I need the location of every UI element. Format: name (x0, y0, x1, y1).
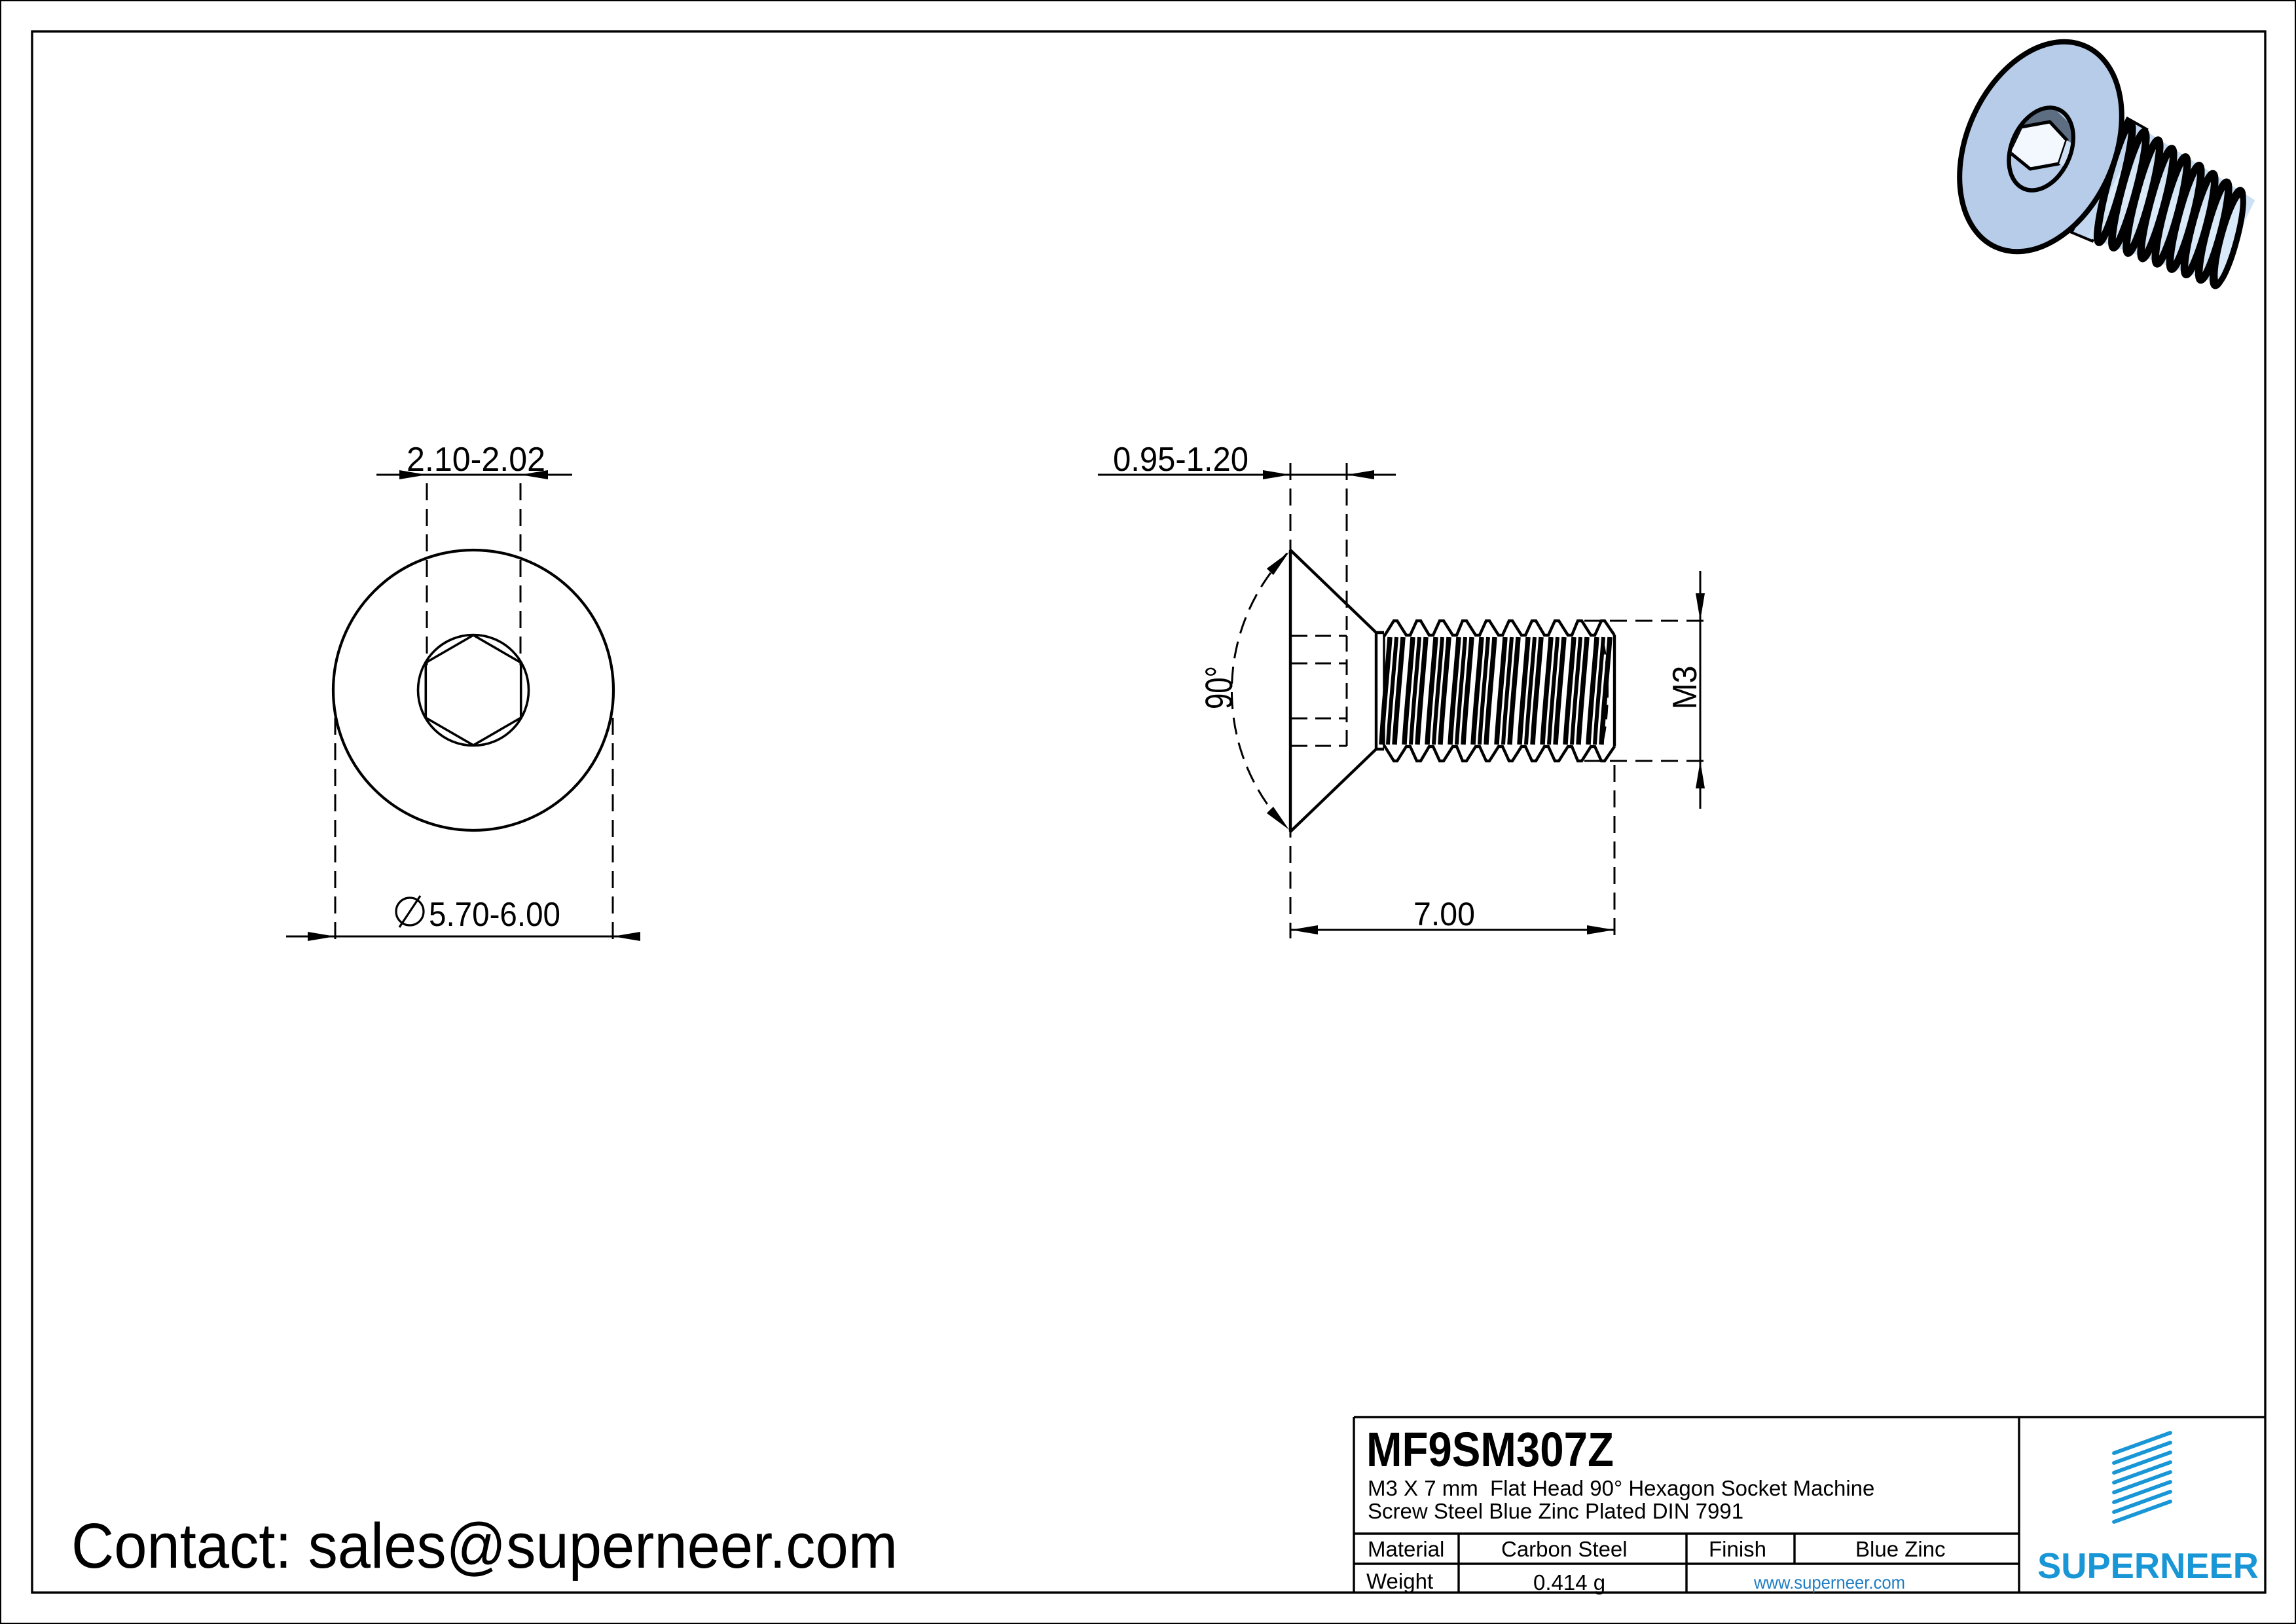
svg-text:Screw Steel Blue Zinc Plated D: Screw Steel Blue Zinc Plated DIN 7991 (1368, 1499, 1743, 1523)
svg-text:Finish: Finish (1709, 1537, 1766, 1561)
svg-text:M3: M3 (1666, 666, 1704, 710)
svg-text:0.95-1.20: 0.95-1.20 (1113, 441, 1248, 479)
svg-text:Blue Zinc: Blue Zinc (1855, 1537, 1946, 1561)
svg-text:SUPERNEER: SUPERNEER (2037, 1545, 2259, 1586)
svg-text:Material: Material (1368, 1537, 1444, 1561)
svg-text:MF9SM307Z: MF9SM307Z (1366, 1422, 1614, 1477)
svg-text:Contact: sales@superneer.com: Contact: sales@superneer.com (71, 1510, 898, 1581)
svg-text:Carbon Steel: Carbon Steel (1501, 1537, 1628, 1561)
svg-text:www.superneer.com: www.superneer.com (1753, 1572, 1905, 1593)
svg-text:90°: 90° (1198, 666, 1241, 709)
svg-text:2.10-2.02: 2.10-2.02 (407, 441, 545, 479)
svg-text:5.70-6.00: 5.70-6.00 (429, 896, 560, 934)
svg-text:M3 X 7 mm Flat Head 90° Hexag: M3 X 7 mm Flat Head 90° Hexagon Socket M… (1368, 1476, 1874, 1500)
svg-text:Weight: Weight (1366, 1569, 1433, 1593)
svg-text:7.00: 7.00 (1413, 896, 1475, 932)
svg-text:0.414 g: 0.414 g (1533, 1570, 1605, 1595)
